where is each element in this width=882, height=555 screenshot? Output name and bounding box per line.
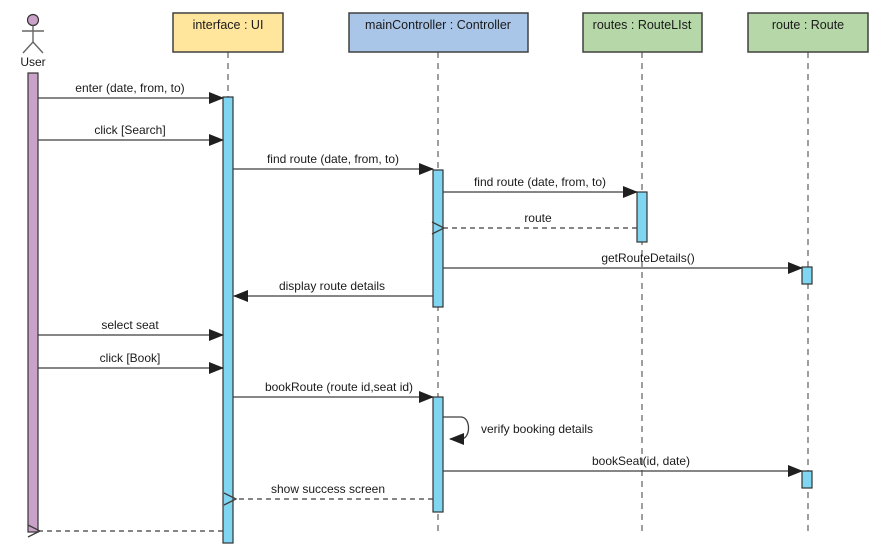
activation-maincontroller-2 — [432, 396, 444, 513]
object-label-maincontroller: mainController : Controller — [365, 18, 511, 32]
message-route-return: route — [431, 211, 637, 235]
message-label-display-route-details: display route details — [279, 279, 385, 293]
activation-routes — [636, 191, 648, 243]
actor-user: User — [20, 13, 46, 69]
message-book-seat: bookSeat(id, date) — [443, 454, 803, 477]
activation-interface — [222, 96, 234, 544]
message-label-route-return: route — [524, 211, 552, 225]
actor-label: User — [20, 55, 45, 69]
message-label-verify-booking: verify booking details — [481, 422, 593, 436]
message-book-route: bookRoute (route id,seat id) — [233, 380, 434, 403]
message-label-show-success: show success screen — [271, 482, 385, 496]
activation-user — [27, 72, 39, 533]
message-select-seat: select seat — [38, 318, 224, 341]
message-label-click-search: click [Search] — [94, 123, 165, 137]
message-label-select-seat: select seat — [101, 318, 159, 332]
message-label-click-book: click [Book] — [100, 351, 161, 365]
message-label-find-route-controller: find route (date, from, to) — [474, 175, 606, 189]
object-label-routes: routes : RouteLIst — [593, 18, 692, 32]
object-rect-maincontroller — [348, 12, 529, 53]
object-box-maincontroller: mainController : Controller — [348, 12, 529, 53]
actor-leg-right — [32, 41, 44, 54]
message-show-success: show success screen — [223, 482, 433, 506]
message-label-book-route: bookRoute (route id,seat id) — [265, 380, 413, 394]
message-label-enter: enter (date, from, to) — [75, 81, 184, 95]
message-verify-booking-self: verify booking details — [443, 416, 593, 445]
actor-head — [26, 13, 40, 27]
actor-leg-left — [22, 41, 34, 54]
object-label-route: route : Route — [772, 18, 844, 32]
message-click-book: click [Book] — [38, 351, 224, 374]
message-display-route-details: display route details — [233, 279, 433, 302]
activation-maincontroller-1 — [432, 169, 444, 308]
object-box-route: route : Route — [747, 12, 869, 53]
object-box-interface: interface : UI — [172, 12, 284, 53]
activation-route-1 — [801, 266, 813, 285]
message-label-book-seat: bookSeat(id, date) — [592, 454, 690, 468]
message-label-find-route-ui: find route (date, from, to) — [267, 152, 399, 166]
message-click-search: click [Search] — [38, 123, 224, 146]
message-label-get-route-details: getRouteDetails() — [601, 251, 694, 265]
object-rect-routes — [582, 12, 703, 53]
object-label-interface: interface : UI — [193, 18, 264, 32]
object-rect-route — [747, 12, 869, 53]
message-find-route-controller: find route (date, from, to) — [443, 175, 638, 198]
message-find-route-ui: find route (date, from, to) — [233, 152, 434, 175]
message-enter: enter (date, from, to) — [38, 81, 224, 104]
message-get-route-details: getRouteDetails() — [443, 251, 803, 274]
activation-route-2 — [801, 470, 813, 489]
object-box-routes: routes : RouteLIst — [582, 12, 703, 53]
message-arrow-verify-booking — [443, 416, 470, 445]
object-rect-interface — [172, 12, 284, 53]
